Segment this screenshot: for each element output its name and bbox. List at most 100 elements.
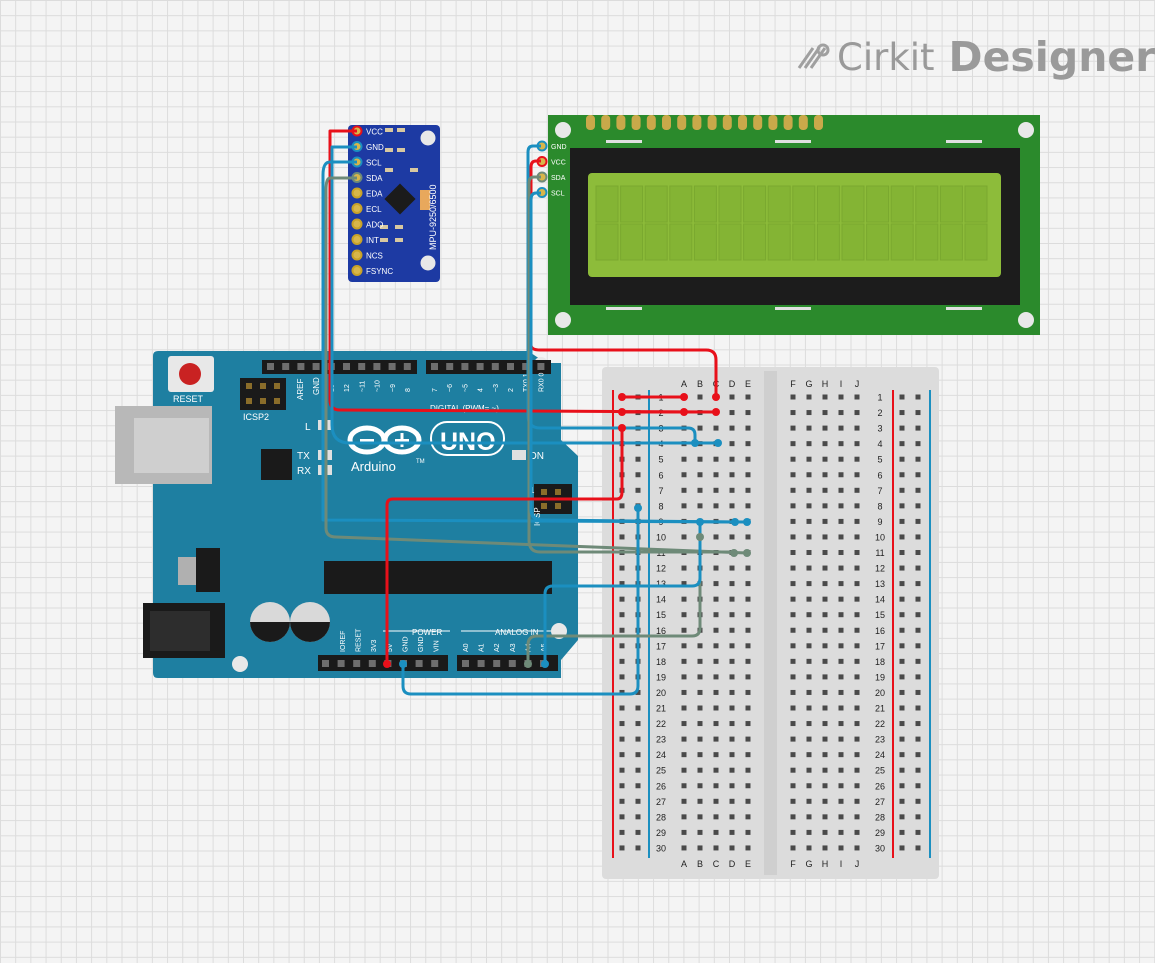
breadboard-hole[interactable] bbox=[713, 472, 719, 478]
breadboard-hole[interactable] bbox=[713, 596, 719, 602]
breadboard-hole[interactable] bbox=[745, 565, 751, 571]
breadboard-hole[interactable] bbox=[713, 612, 719, 618]
rail-hole[interactable] bbox=[899, 689, 905, 695]
breadboard-hole[interactable] bbox=[745, 596, 751, 602]
breadboard-hole[interactable] bbox=[838, 596, 844, 602]
breadboard-hole[interactable] bbox=[697, 674, 703, 680]
breadboard-hole[interactable] bbox=[681, 689, 687, 695]
breadboard-hole[interactable] bbox=[790, 410, 796, 416]
rail-hole[interactable] bbox=[619, 565, 625, 571]
breadboard-hole[interactable] bbox=[729, 425, 735, 431]
rail-hole[interactable] bbox=[899, 472, 905, 478]
breadboard-hole[interactable] bbox=[822, 596, 828, 602]
breadboard-hole[interactable] bbox=[854, 550, 860, 555]
rail-hole[interactable] bbox=[899, 783, 905, 789]
breadboard-hole[interactable] bbox=[854, 783, 860, 789]
rail-hole[interactable] bbox=[619, 705, 625, 711]
header-pin-hole[interactable] bbox=[282, 363, 290, 370]
mpu-pin-eda[interactable] bbox=[351, 187, 363, 199]
breadboard-hole[interactable] bbox=[745, 627, 751, 633]
breadboard-hole[interactable] bbox=[729, 441, 735, 447]
rail-hole[interactable] bbox=[915, 410, 921, 416]
breadboard-hole[interactable] bbox=[790, 534, 796, 540]
breadboard-hole[interactable] bbox=[822, 705, 828, 711]
wire-endpoint[interactable] bbox=[680, 408, 688, 416]
rail-hole[interactable] bbox=[899, 767, 905, 773]
rail-hole[interactable] bbox=[635, 472, 641, 478]
breadboard-hole[interactable] bbox=[729, 487, 735, 493]
breadboard-hole[interactable] bbox=[854, 845, 860, 851]
rail-hole[interactable] bbox=[635, 752, 641, 758]
breadboard-hole[interactable] bbox=[681, 845, 687, 851]
rail-hole[interactable] bbox=[899, 627, 905, 633]
breadboard-hole[interactable] bbox=[745, 721, 751, 727]
breadboard-hole[interactable] bbox=[822, 472, 828, 478]
rail-hole[interactable] bbox=[915, 705, 921, 711]
breadboard-hole[interactable] bbox=[790, 643, 796, 649]
rail-hole[interactable] bbox=[635, 487, 641, 493]
breadboard-hole[interactable] bbox=[713, 798, 719, 804]
breadboard-hole[interactable] bbox=[838, 503, 844, 509]
rail-hole[interactable] bbox=[915, 472, 921, 478]
breadboard-hole[interactable] bbox=[681, 829, 687, 835]
rail-hole[interactable] bbox=[915, 814, 921, 820]
breadboard-hole[interactable] bbox=[745, 503, 751, 509]
breadboard-hole[interactable] bbox=[854, 410, 860, 416]
rail-hole[interactable] bbox=[899, 503, 905, 509]
rail-hole[interactable] bbox=[899, 612, 905, 618]
breadboard-hole[interactable] bbox=[838, 736, 844, 742]
rail-hole[interactable] bbox=[619, 643, 625, 649]
breadboard-hole[interactable] bbox=[822, 829, 828, 835]
rail-hole[interactable] bbox=[619, 845, 625, 851]
breadboard-hole[interactable] bbox=[854, 534, 860, 540]
wire-endpoint[interactable] bbox=[383, 660, 391, 668]
breadboard-hole[interactable] bbox=[729, 721, 735, 727]
header-pin-hole[interactable] bbox=[368, 660, 376, 667]
breadboard-hole[interactable] bbox=[806, 814, 812, 820]
breadboard-hole[interactable] bbox=[790, 752, 796, 758]
rail-hole[interactable] bbox=[915, 658, 921, 664]
breadboard-hole[interactable] bbox=[729, 845, 735, 851]
breadboard-hole[interactable] bbox=[681, 612, 687, 618]
breadboard-hole[interactable] bbox=[713, 689, 719, 695]
header-pin-hole[interactable] bbox=[446, 363, 454, 370]
rail-hole[interactable] bbox=[619, 674, 625, 680]
rail-hole[interactable] bbox=[899, 518, 905, 524]
breadboard-hole[interactable] bbox=[681, 674, 687, 680]
breadboard-hole[interactable] bbox=[806, 674, 812, 680]
header-pin-hole[interactable] bbox=[322, 660, 329, 667]
breadboard-hole[interactable] bbox=[713, 752, 719, 758]
breadboard-hole[interactable] bbox=[745, 441, 751, 447]
rail-hole[interactable] bbox=[915, 518, 921, 524]
breadboard-hole[interactable] bbox=[790, 487, 796, 493]
breadboard-hole[interactable] bbox=[745, 783, 751, 789]
rail-hole[interactable] bbox=[619, 783, 625, 789]
breadboard-hole[interactable] bbox=[822, 581, 828, 587]
breadboard-hole[interactable] bbox=[790, 798, 796, 804]
breadboard-hole[interactable] bbox=[745, 581, 751, 587]
breadboard-hole[interactable] bbox=[790, 829, 796, 835]
rail-hole[interactable] bbox=[915, 643, 921, 649]
wire-endpoint[interactable] bbox=[696, 533, 704, 541]
breadboard-hole[interactable] bbox=[790, 627, 796, 633]
breadboard-hole[interactable] bbox=[745, 798, 751, 804]
breadboard-hole[interactable] bbox=[729, 456, 735, 462]
rail-hole[interactable] bbox=[635, 798, 641, 804]
rail-hole[interactable] bbox=[899, 581, 905, 587]
rail-hole[interactable] bbox=[915, 752, 921, 758]
breadboard-hole[interactable] bbox=[806, 705, 812, 711]
breadboard-hole[interactable] bbox=[790, 814, 796, 820]
rail-hole[interactable] bbox=[619, 814, 625, 820]
breadboard-hole[interactable] bbox=[822, 425, 828, 431]
breadboard-hole[interactable] bbox=[713, 425, 719, 431]
breadboard-hole[interactable] bbox=[790, 503, 796, 509]
breadboard-hole[interactable] bbox=[838, 721, 844, 727]
breadboard-hole[interactable] bbox=[806, 721, 812, 727]
breadboard-hole[interactable] bbox=[713, 581, 719, 587]
rail-hole[interactable] bbox=[619, 581, 625, 587]
breadboard-hole[interactable] bbox=[697, 689, 703, 695]
breadboard-hole[interactable] bbox=[713, 456, 719, 462]
breadboard-hole[interactable] bbox=[838, 441, 844, 447]
mpu-pin-ecl[interactable] bbox=[351, 203, 363, 214]
rail-hole[interactable] bbox=[915, 627, 921, 633]
